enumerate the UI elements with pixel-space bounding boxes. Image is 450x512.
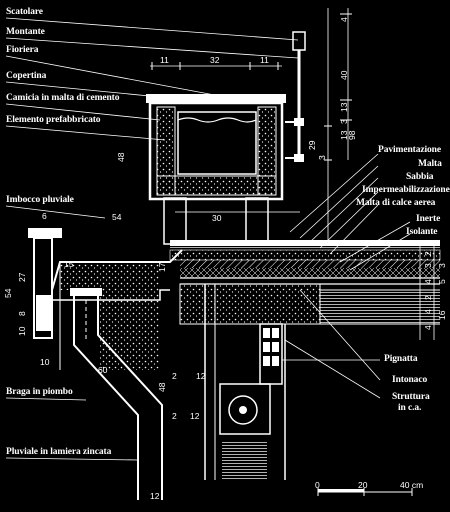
dim-48b: 48 <box>157 382 167 392</box>
label-sabbia: Sabbia <box>406 172 434 182</box>
leader-lines-right <box>282 153 411 399</box>
dim-imbocco-54: 54 <box>112 212 122 222</box>
scale-forty: 40 cm <box>400 480 424 490</box>
layer-16: 16 <box>437 310 447 320</box>
scale-twenty: 20 <box>358 480 368 490</box>
dim-top-32: 32 <box>210 55 220 65</box>
dim-12b: 12 <box>190 411 200 421</box>
label-struttura-1: Struttura <box>392 392 430 402</box>
label-fioriera: Fioriera <box>6 45 39 55</box>
montante-post <box>285 31 306 162</box>
label-pluviale: Pluviale in lamiera zincata <box>6 447 112 457</box>
scale-zero: 0 <box>315 480 320 490</box>
dim-12a: 12 <box>196 371 206 381</box>
label-scatolare: Scatolare <box>6 7 43 17</box>
dim-2a: 2 <box>172 371 177 381</box>
layer-3: 3 <box>423 263 433 268</box>
label-braga: Braga in piombo <box>6 387 73 397</box>
dim-right-3a: 3 <box>339 119 349 124</box>
top-dimension-line <box>150 62 282 70</box>
label-isolante: Isolante <box>406 227 438 237</box>
dim-imbocco-6: 6 <box>42 211 47 221</box>
dim-10b: 10 <box>40 357 50 367</box>
label-copertina: Copertina <box>6 71 47 81</box>
dim-17: 17 <box>157 262 167 272</box>
layer-2b: 2 <box>423 295 433 300</box>
wall-below <box>204 284 286 480</box>
dim-right-13: 13 <box>339 102 349 112</box>
label-elemento: Elemento prefabbricato <box>6 115 101 125</box>
dim-60: 60 <box>98 365 108 375</box>
dim-right-3b: 3 <box>317 155 327 160</box>
dim-right-4: 4 <box>339 17 349 22</box>
layer-3b: 3 <box>437 263 447 268</box>
label-intonaco: Intonaco <box>392 375 428 385</box>
label-pavimentazione: Pavimentazione <box>378 145 441 155</box>
label-pignatta: Pignatta <box>384 354 418 364</box>
dim-right-29: 29 <box>307 140 317 150</box>
downpipe <box>70 288 163 500</box>
label-struttura-2: in c.a. <box>398 403 422 413</box>
layer-4c: 4 <box>423 325 433 330</box>
label-malta: Malta <box>418 159 442 169</box>
dim-right-98: 98 <box>347 130 357 140</box>
layer-4: 4 <box>423 279 433 284</box>
layer-2: 2 <box>423 251 433 256</box>
dim-10a: 10 <box>17 326 27 336</box>
dim-54: 54 <box>3 288 13 298</box>
dim-4: 4 <box>36 231 41 241</box>
label-impermeabilizzazione: Impermeabilizzazione <box>362 185 450 195</box>
dim-12c: 12 <box>150 491 160 501</box>
dim-top-11a: 11 <box>160 55 169 65</box>
label-imbocco: Imbocco pluviale <box>6 195 74 205</box>
dim-2b: 2 <box>172 411 177 421</box>
slab-structure <box>179 283 440 385</box>
label-camicia: Camicia in malta di cemento <box>6 93 120 103</box>
dim-27: 27 <box>17 272 27 282</box>
layer-5: 5 <box>437 279 447 284</box>
leader-lines-left <box>5 17 299 461</box>
dim-right-40: 40 <box>339 70 349 80</box>
layer-4b: 4 <box>423 309 433 314</box>
dim-8: 8 <box>17 311 27 316</box>
gutter-inlet <box>28 228 183 370</box>
dim-left-48: 48 <box>116 152 126 162</box>
dim-15: 15 <box>64 259 74 269</box>
label-malta-calce: Malta di calce aerea <box>356 198 436 208</box>
label-inerte: Inerte <box>416 214 441 224</box>
right-dimension-chain <box>324 8 435 340</box>
label-montante: Montante <box>6 27 45 37</box>
scale-bar <box>317 488 413 496</box>
dim-30: 30 <box>212 213 222 223</box>
floor-layers <box>169 240 441 285</box>
fioriera-planter <box>146 94 300 245</box>
dim-top-11b: 11 <box>260 55 269 65</box>
